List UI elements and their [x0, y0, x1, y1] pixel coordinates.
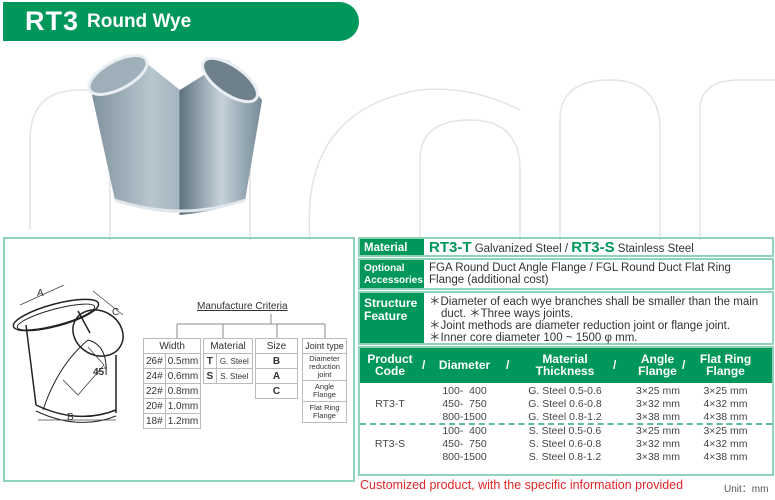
- diameter-cell: 800-1500: [442, 411, 487, 423]
- angle-label: 45˚: [93, 367, 108, 378]
- angle-flange-cell: 3×38 mm: [635, 411, 681, 423]
- diagram-panel: [3, 237, 355, 482]
- thickness: 1.0mm: [164, 398, 202, 414]
- material-name: S. Steel: [215, 368, 254, 384]
- diameter-cell: 450- 750: [442, 438, 487, 450]
- feature-line: duct. ＊Three ways joints.: [441, 308, 574, 320]
- joint-value: Diameter reduction joint: [302, 353, 347, 381]
- joint-type-table: Joint type Diameter reduction joint Angl…: [302, 338, 347, 423]
- thickness: 0.6mm: [164, 368, 202, 384]
- unit-note: Unit：mm: [724, 484, 769, 495]
- rt3-t-material: Galvanized Steel /: [471, 243, 572, 255]
- header-material-thickness: Material Thickness: [535, 352, 595, 378]
- gauge: 22#: [143, 383, 166, 399]
- material-label: Material: [360, 239, 424, 255]
- thickness-cell: G. Steel 0.5-0.6: [528, 385, 602, 397]
- gauge: 24#: [143, 368, 166, 384]
- manufacture-criteria-title: Manufacture Criteria: [197, 301, 288, 312]
- gauge: 26#: [143, 353, 166, 369]
- gauge: 20#: [143, 398, 166, 414]
- structure-label: Structure Feature: [360, 293, 424, 343]
- header-angle-flange: Angle Flange: [638, 352, 677, 378]
- product-code-cell: RT3-T: [375, 398, 405, 410]
- dimension-b-label: B: [67, 412, 74, 423]
- angle-flange-cell: 3×25 mm: [635, 385, 681, 397]
- structure-feature-row: Structure Feature ＊Diameter of each wye …: [358, 291, 774, 345]
- customized-note: Customized product, with the specific in…: [360, 478, 684, 492]
- title-banner: RT3 Round Wye: [3, 2, 359, 41]
- rt3-t-code: RT3-T: [429, 239, 472, 256]
- joint-header: Joint type: [302, 338, 347, 354]
- thickness-cell: S. Steel 0.8-1.2: [528, 451, 602, 463]
- material-row: Material RT3-T Galvanized Steel / RT3-S …: [358, 237, 774, 257]
- thickness: 1.2mm: [164, 413, 202, 429]
- material-code: T: [203, 353, 217, 369]
- flat-ring-cell: 4×38 mm: [703, 411, 748, 423]
- optional-value: FGA Round Duct Angle Flange / FGL Round …: [429, 262, 731, 286]
- thickness: 0.8mm: [164, 383, 202, 399]
- diameter-cell: 100- 400: [442, 425, 487, 437]
- header-separator: /: [422, 358, 426, 372]
- joint-value: Angle Flange: [302, 380, 347, 402]
- header-diameter: Diameter: [438, 358, 491, 372]
- joint-value: Flat Ring Flange: [302, 401, 347, 423]
- thickness-cell: S. Steel 0.5-0.6: [528, 425, 602, 437]
- size-table: Size B A C: [255, 338, 298, 399]
- size-value: C: [255, 383, 298, 399]
- header-separator: /: [613, 358, 617, 372]
- flat-ring-cell: 4×38 mm: [703, 451, 748, 463]
- flat-ring-cell: 4×32 mm: [703, 398, 748, 410]
- flat-ring-cell: 4×32 mm: [703, 438, 748, 450]
- angle-flange-cell: 3×32 mm: [635, 398, 681, 410]
- header-flat-ring-flange: Flat Ring Flange: [699, 352, 752, 378]
- material-code: S: [203, 368, 217, 384]
- feature-line: ＊Diameter of each wye branches shall be …: [429, 296, 759, 308]
- diameter-cell: 800-1500: [442, 451, 487, 463]
- product-name-title: Round Wye: [87, 10, 192, 32]
- header-product-code: Product Code: [367, 352, 413, 378]
- size-value: A: [255, 368, 298, 384]
- optional-label: Optional Accessories: [360, 260, 424, 288]
- size-value: B: [255, 353, 298, 369]
- product-code-title: RT3: [25, 6, 80, 36]
- width-table: Width 26#0.5mm 24#0.6mm 22#0.8mm 20#1.0m…: [142, 338, 202, 429]
- header-separator: /: [506, 358, 510, 372]
- material-header: Material: [203, 338, 253, 354]
- diameter-cell: 100- 400: [442, 385, 487, 397]
- angle-flange-cell: 3×32 mm: [635, 438, 681, 450]
- thickness-cell: G. Steel 0.8-1.2: [528, 411, 602, 423]
- round-wye-photo: [87, 54, 262, 215]
- group-divider: [360, 423, 772, 425]
- dimension-c-label: C: [112, 307, 120, 318]
- dimension-a-label: A: [37, 288, 44, 299]
- gauge: 18#: [143, 413, 166, 429]
- product-table: Product Code / Diameter / Material Thick…: [358, 346, 774, 476]
- thickness: 0.5mm: [164, 353, 202, 369]
- flat-ring-cell: 3×25 mm: [703, 425, 748, 437]
- rt3-s-code: RT3-S: [571, 239, 615, 256]
- product-table-header: Product Code / Diameter / Material Thick…: [360, 348, 772, 383]
- product-code-cell: RT3-S: [374, 438, 406, 450]
- optional-accessories-row: Optional Accessories FGA Round Duct Angl…: [358, 258, 774, 290]
- rt3-s-material: Stainless Steel: [614, 243, 694, 255]
- wye-line-drawing: [12, 285, 124, 423]
- width-header: Width: [142, 338, 202, 354]
- feature-line: ＊Joint methods are diameter reduction jo…: [429, 320, 731, 332]
- criteria-tree-lines: [176, 314, 326, 338]
- size-header: Size: [255, 338, 298, 354]
- thickness-cell: G. Steel 0.6-0.8: [528, 398, 602, 410]
- flat-ring-cell: 3×25 mm: [703, 385, 748, 397]
- header-separator: /: [682, 358, 686, 372]
- angle-flange-cell: 3×25 mm: [635, 425, 681, 437]
- diameter-cell: 450- 750: [442, 398, 487, 410]
- angle-flange-cell: 3×38 mm: [635, 451, 681, 463]
- material-name: G. Steel: [215, 353, 254, 369]
- thickness-cell: S. Steel 0.6-0.8: [528, 438, 602, 450]
- feature-line: ＊Inner core diameter 100 ~ 1500 φ mm.: [429, 332, 638, 344]
